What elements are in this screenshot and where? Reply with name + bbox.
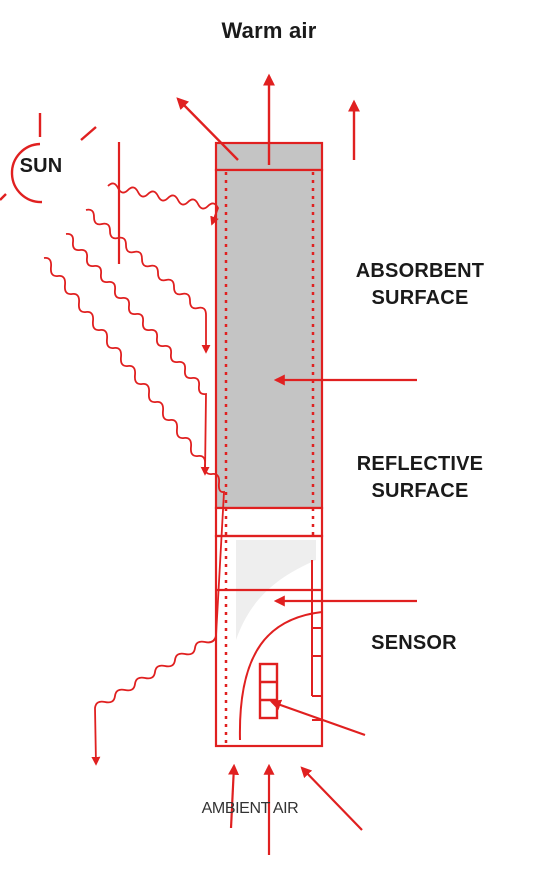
housing-column	[214, 141, 324, 748]
sensor-curve	[238, 611, 323, 741]
warm-air-arrow-left	[176, 97, 239, 161]
sun-label: SUN	[19, 155, 63, 177]
warm-air-label: Warm air	[221, 18, 317, 43]
sun-symbol	[0, 113, 97, 204]
sensor-label: SENSOR	[371, 632, 457, 654]
reflected-ray-in	[43, 257, 225, 637]
sun-ray-2	[80, 126, 97, 141]
reflective-surface-label: REFLECTIVE SURFACE	[356, 453, 484, 502]
label-pointers	[269, 374, 417, 737]
ambient-air-arrows	[228, 763, 363, 855]
ambient-arrow-right	[300, 766, 363, 831]
reflected-rays	[43, 257, 225, 766]
sun-ray-3	[0, 193, 7, 201]
absorbent-surface-panel	[214, 168, 324, 510]
solar-rays	[65, 142, 219, 476]
reflective-surface-panel	[214, 506, 324, 538]
sensor-bracket	[311, 560, 322, 721]
sensor-pointer	[269, 699, 366, 737]
absorbent-surface-label: ABSORBENT SURFACE	[355, 260, 485, 309]
ambient-air-label: AMBIENT AIR	[201, 800, 299, 817]
reflected-ray-out	[91, 635, 217, 766]
solar-ray-1	[107, 182, 219, 226]
sun-arc	[10, 142, 43, 204]
ambient-arrow-left	[228, 763, 240, 829]
sensor-shading	[236, 540, 316, 640]
solar-ray-3	[65, 233, 210, 476]
solar-ray-2	[85, 208, 211, 354]
sensor-chamber	[214, 534, 324, 748]
sensor-element	[258, 662, 279, 720]
warm-air-arrows	[176, 73, 360, 165]
